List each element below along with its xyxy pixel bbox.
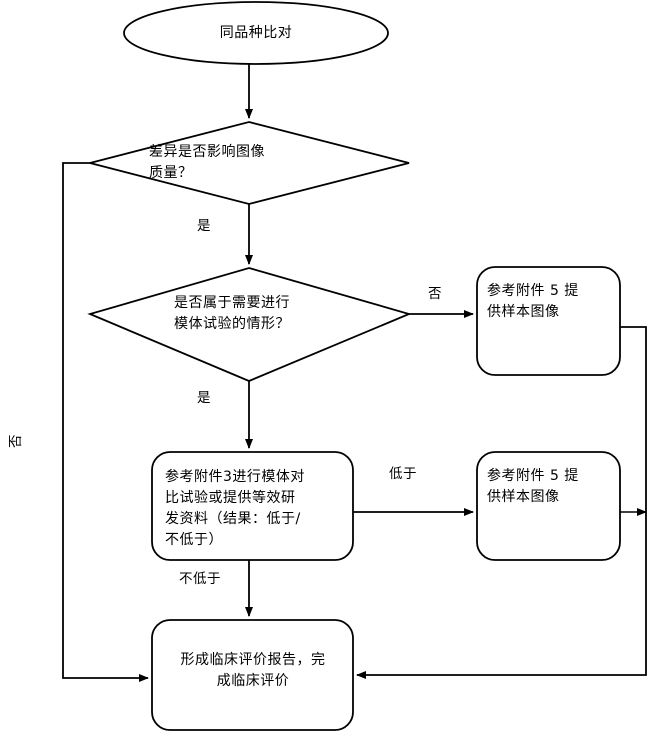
node-clinical-report-shape	[151, 619, 354, 731]
edge-decision1-no-left-rail	[62, 162, 149, 682]
node-decision-image-quality-shape	[89, 121, 410, 205]
node-decision-phantom-test-shape	[87, 267, 412, 382]
edge-label-yes-first: 是	[197, 218, 211, 234]
edge-sample-top-to-right-rail	[356, 326, 647, 679]
edge-label-below: 低于	[389, 466, 417, 482]
edge-label-not-below: 不低于	[179, 571, 221, 587]
edge-label-no-left: 否	[8, 434, 24, 448]
edge-label-yes-second: 是	[197, 390, 211, 406]
node-sample-image-middle-shape	[476, 451, 621, 561]
node-phantom-comparison-shape	[151, 451, 354, 561]
edge-label-no-phantom: 否	[428, 286, 442, 302]
node-start-shape	[123, 1, 389, 65]
node-sample-image-top-shape	[476, 266, 621, 376]
